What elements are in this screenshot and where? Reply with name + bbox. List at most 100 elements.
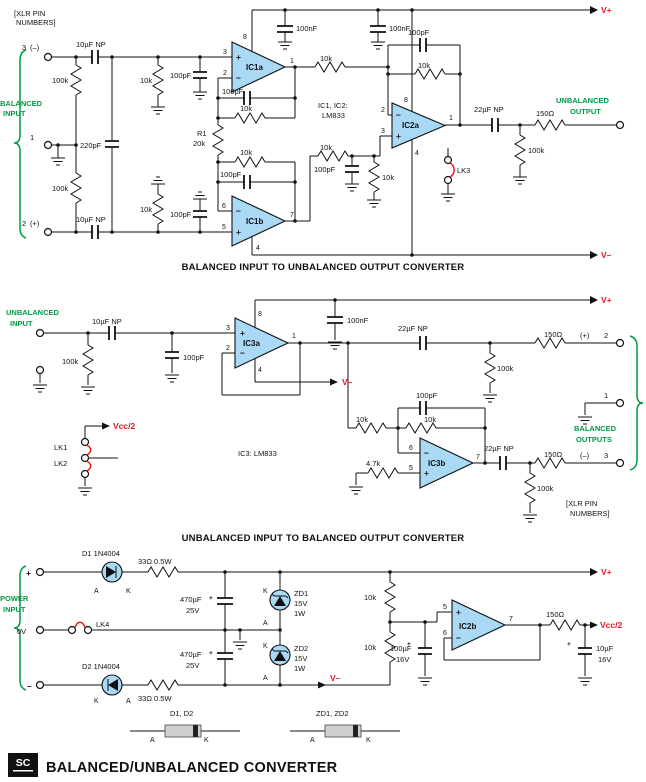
s3-wires — [13, 561, 598, 738]
s3-junction-dots — [223, 570, 587, 687]
c470-top-label: 470µF — [180, 595, 202, 604]
r10k-divider-bot-label: 10k — [364, 643, 376, 652]
ic3b-plus-sign: + — [424, 468, 429, 478]
ic2a-pin2: 2 — [381, 107, 385, 114]
r100k-s2-label: 100k — [62, 357, 79, 366]
lk3-post-top — [443, 155, 453, 165]
ic1a-label: IC1a — [246, 63, 263, 72]
d1-anode-label: A — [94, 588, 99, 595]
pin2-label: 2 — [22, 219, 26, 228]
vplus-label-s2: V+ — [601, 295, 612, 305]
bypass-s2-label: 100nF — [347, 316, 369, 325]
page-title: BALANCED/UNBALANCED CONVERTER — [46, 760, 338, 776]
routm-label: 150Ω — [544, 450, 563, 459]
s2-wires — [33, 296, 644, 523]
s2-junction-dots — [86, 298, 532, 465]
balout1-num: 1 — [604, 391, 608, 400]
terminal-power-0v — [35, 625, 45, 635]
r100k-bot-label: 100k — [52, 184, 69, 193]
c100u-voltage: 16V — [396, 655, 409, 664]
lk1-post-mid — [80, 453, 90, 463]
vminus-arrow-s3 — [318, 681, 326, 689]
ic3a-pin4: 4 — [258, 367, 262, 374]
ic3a-minus-sign: − — [240, 348, 245, 358]
ic-type-label2: LM833 — [322, 111, 345, 120]
s1-junction-dots — [56, 8, 522, 257]
c10u-label: 10µF — [596, 644, 614, 653]
unbal-in-label1: UNBALANCED — [6, 308, 59, 317]
vminus-arrow-s1 — [590, 251, 598, 259]
terminal-balout-2 — [615, 338, 625, 348]
vplus-arrow-s3 — [590, 568, 598, 576]
opamp-ic2a — [391, 102, 447, 149]
cin-s2-label: 10µF NP — [92, 317, 122, 326]
coutp-label: 22µF NP — [398, 324, 428, 333]
c10u-polarity: + — [567, 641, 571, 648]
lk2-link-wire — [86, 460, 92, 472]
bal-outputs-label1: BALANCED — [574, 424, 617, 433]
ic2b-label: IC2b — [459, 622, 476, 631]
r47-label: 4.7k — [366, 459, 380, 468]
ic1a-pin2: 2 — [223, 70, 227, 77]
ic3a-label: IC3a — [243, 339, 260, 348]
d2-label: D2 1N4004 — [82, 662, 120, 671]
xlr-note-line2: NUMBERS] — [16, 18, 56, 27]
c100u-polarity: + — [407, 641, 411, 648]
legend-d-cathode: K — [204, 737, 209, 744]
r1-value: 20k — [193, 139, 205, 148]
bal-outputs-label2: OUTPUTS — [576, 435, 612, 444]
legend-zd-label: ZD1, ZD2 — [316, 709, 349, 718]
legend-zd-cathode: K — [366, 737, 371, 744]
ic1b-plus-sign: + — [236, 227, 241, 237]
terminal-unbal-in — [35, 328, 45, 338]
xlr-note-line1: [XLR PIN — [14, 9, 45, 18]
s1-wires — [13, 6, 625, 259]
ic2a-pin1: 1 — [449, 115, 453, 122]
rloadp-label: 100k — [497, 364, 514, 373]
d1-cathode-label: K — [126, 588, 131, 595]
opamp-ic2b — [451, 599, 507, 651]
s3-labels: POWER INPUT + 0V – D1 1N4004 A K 33Ω 0.5… — [0, 549, 622, 744]
zd2-cathode-label: K — [263, 643, 268, 650]
rs-top-label: 10k — [320, 54, 332, 63]
ic1b-pin6: 6 — [222, 203, 226, 210]
power-input-brace — [13, 565, 27, 691]
c470-bot-voltage: 25V — [186, 661, 199, 670]
zd1-cathode-label: K — [263, 588, 268, 595]
s1-labels: [XLR PIN NUMBERS] V+ V– 3 (–) 1 2 (+) BA… — [0, 5, 612, 273]
zd1-anode-label: A — [263, 620, 268, 627]
opamp-ic1a — [231, 41, 287, 93]
c100p-s2-label: 100pF — [183, 353, 205, 362]
vplus-label-s1: V+ — [601, 5, 612, 15]
balout3-num: 3 — [604, 451, 608, 460]
lk3-link-wire — [449, 162, 455, 178]
caption-section2: UNBALANCED INPUT TO BALANCED OUTPUT CONV… — [182, 533, 465, 544]
terminal-xlr1 — [43, 140, 53, 150]
terminal-minus-label: – — [27, 681, 32, 691]
sc-logo-rule — [13, 770, 33, 772]
balanced-input-brace — [13, 49, 27, 239]
pin3-sign: (–) — [30, 43, 40, 52]
unbal-out-label2: OUTPUT — [570, 107, 601, 116]
c470-top-voltage: 25V — [186, 606, 199, 615]
vplus-arrow-s1 — [590, 6, 598, 14]
zener-zd1-symbol — [274, 596, 286, 606]
pin1-label: 1 — [30, 133, 34, 142]
terminal-balout-1 — [615, 398, 625, 408]
ic3b-pin5: 5 — [409, 465, 413, 472]
zener-zd2-symbol — [274, 651, 286, 661]
ic1a-pin3: 3 — [223, 49, 227, 56]
s1-grounds — [51, 41, 527, 208]
r33-bot-label: 33Ω 0.5W — [138, 694, 172, 703]
lk4-post-left — [67, 625, 77, 635]
r100k-top-label: 100k — [52, 76, 69, 85]
zd1-name: ZD1 — [294, 589, 308, 598]
pin2-sign: (+) — [30, 219, 40, 228]
balout2-sign: (+) — [580, 331, 590, 340]
d2-cathode-label: K — [94, 698, 99, 705]
ic2a-pin3: 3 — [381, 128, 385, 135]
routp-label: 150Ω — [544, 330, 563, 339]
balanced-outputs-brace — [629, 335, 644, 471]
rout-label: 150Ω — [536, 109, 555, 118]
ic2b-pin6: 6 — [443, 630, 447, 637]
